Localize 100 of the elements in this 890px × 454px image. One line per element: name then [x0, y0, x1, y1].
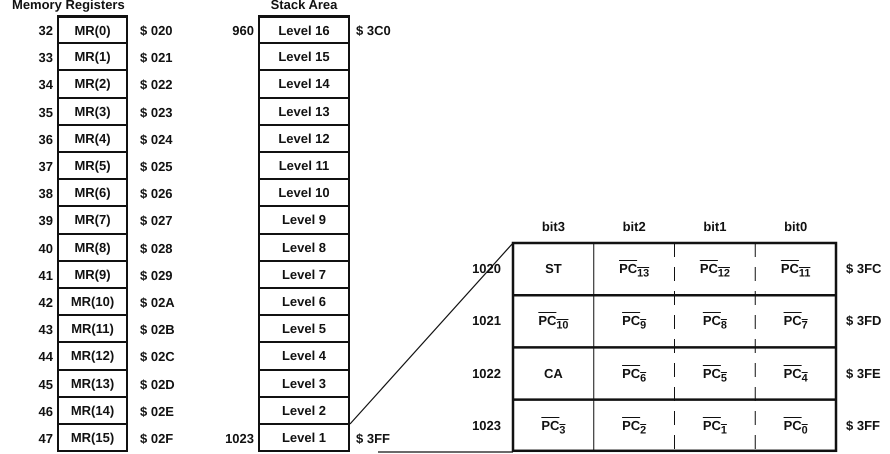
decimal-address: 1022 — [472, 366, 501, 382]
bit-field: PC$_{5}$ — [680, 366, 750, 386]
stack-level-cell — [258, 96, 350, 126]
register-cell — [57, 15, 128, 44]
stack-level-cell — [258, 368, 350, 398]
decimal-address: 1023 — [225, 431, 254, 447]
register-name: MR(5) — [74, 158, 111, 174]
decimal-address: 46 — [38, 404, 53, 420]
level-name: Level 1 — [282, 430, 326, 446]
register-name: MR(13) — [70, 376, 114, 391]
hex-address: $ 020 — [140, 23, 173, 39]
stack-level-cell — [258, 232, 350, 262]
decimal-address: 47 — [38, 431, 53, 447]
hex-address: $ 022 — [140, 77, 173, 94]
bit-field: PC$_{0}$ — [760, 418, 831, 438]
stack-level-cell — [258, 396, 350, 425]
bit-field: PC$_{7}$ — [760, 313, 831, 334]
hex-address: $ 02D — [140, 376, 175, 393]
bit-field: PC$_{3}$ — [518, 418, 588, 438]
bit-field: PC$_{12}$ — [680, 261, 750, 282]
level-name: Level 16 — [278, 22, 330, 38]
stack-level-cell — [258, 423, 350, 452]
hex-address: $ 028 — [140, 240, 173, 257]
register-name: MR(3) — [74, 104, 111, 119]
register-cell — [57, 396, 128, 425]
register-cell — [57, 124, 128, 153]
stack-level-cell — [258, 205, 350, 235]
hex-address: $ 02A — [140, 295, 175, 311]
register-cell — [57, 368, 128, 398]
stack-level-cell — [258, 287, 350, 316]
decimal-address: 40 — [38, 240, 53, 257]
decimal-address: 43 — [38, 322, 53, 338]
register-name: MR(8) — [74, 240, 111, 255]
hex-address: $ 023 — [140, 104, 173, 121]
hex-address: $ 027 — [140, 213, 173, 230]
hex-address: $ 02F — [140, 431, 174, 447]
register-cell — [57, 314, 128, 344]
stack-level-cell — [258, 69, 350, 99]
register-name: MR(6) — [74, 185, 111, 200]
hex-address: $ 3FF — [356, 431, 390, 447]
decimal-address: 37 — [38, 159, 53, 175]
level-name: Level 14 — [278, 76, 330, 92]
bit-field: ST — [518, 261, 588, 278]
register-cell — [57, 260, 128, 289]
decimal-address: 1021 — [472, 313, 501, 330]
register-cell — [57, 42, 128, 72]
hex-address: $ 024 — [140, 132, 173, 148]
register-name: MR(12) — [70, 348, 114, 364]
register-name: MR(0) — [74, 22, 111, 38]
decimal-address: 35 — [38, 104, 53, 121]
level-name: Level 13 — [278, 104, 330, 119]
bit-field: PC$_{10}$ — [518, 313, 588, 334]
hex-address: $ 3C0 — [356, 23, 391, 39]
bit-heading: bit3 — [540, 219, 566, 235]
register-name: MR(14) — [70, 402, 114, 418]
level-name: Level 15 — [278, 49, 330, 64]
decimal-address: 39 — [38, 213, 53, 230]
hex-address: $ 3FD — [846, 313, 882, 330]
decimal-address: 45 — [38, 376, 53, 393]
level-name: Level 5 — [282, 321, 326, 336]
bit-heading: bit1 — [702, 219, 728, 235]
hex-address: $ 021 — [140, 50, 173, 66]
register-name: MR(7) — [74, 212, 111, 228]
bit-heading: bit2 — [622, 219, 647, 235]
decimal-address: 38 — [38, 186, 53, 202]
hex-address: $ 02C — [140, 349, 175, 366]
level-name: Level 2 — [282, 402, 326, 418]
register-cell — [57, 69, 128, 99]
bit-field: PC$_{8}$ — [680, 313, 750, 334]
stack-level-cell — [258, 341, 350, 371]
register-name: MR(4) — [74, 130, 111, 146]
decimal-address: 34 — [38, 77, 53, 94]
decimal-address: 42 — [38, 295, 53, 311]
level-name: Level 7 — [282, 266, 326, 282]
level-name: Level 12 — [278, 130, 330, 146]
level-name: Level 4 — [282, 348, 326, 364]
hex-address: $ 02E — [140, 404, 174, 420]
bit-field: PC$_{11}$ — [760, 261, 831, 282]
stack-level-cell — [258, 15, 350, 44]
bit-field: PC$_{13}$ — [599, 261, 670, 282]
decimal-address: 1023 — [472, 418, 501, 434]
decimal-address: 960 — [232, 23, 254, 39]
register-cell — [57, 232, 128, 262]
level-name: Level 3 — [282, 376, 326, 391]
hex-address: $ 3FC — [846, 261, 882, 278]
register-cell — [57, 287, 128, 316]
stack-level-cell — [258, 124, 350, 153]
stack-level-cell — [258, 151, 350, 180]
hex-address: $ 025 — [140, 159, 173, 175]
hex-address: $ 029 — [140, 268, 173, 284]
stack-level-cell — [258, 178, 350, 208]
bit-field: PC$_{6}$ — [599, 366, 670, 386]
bit-field: CA — [518, 366, 588, 382]
stack-level-cell — [258, 42, 350, 72]
level-name: Level 11 — [278, 158, 330, 174]
level-name: Level 10 — [278, 185, 330, 200]
register-name: MR(15) — [70, 430, 114, 446]
bit-field: PC$_{9}$ — [599, 313, 670, 334]
level-name: Level 6 — [282, 294, 326, 310]
stack-level-cell — [258, 260, 350, 289]
